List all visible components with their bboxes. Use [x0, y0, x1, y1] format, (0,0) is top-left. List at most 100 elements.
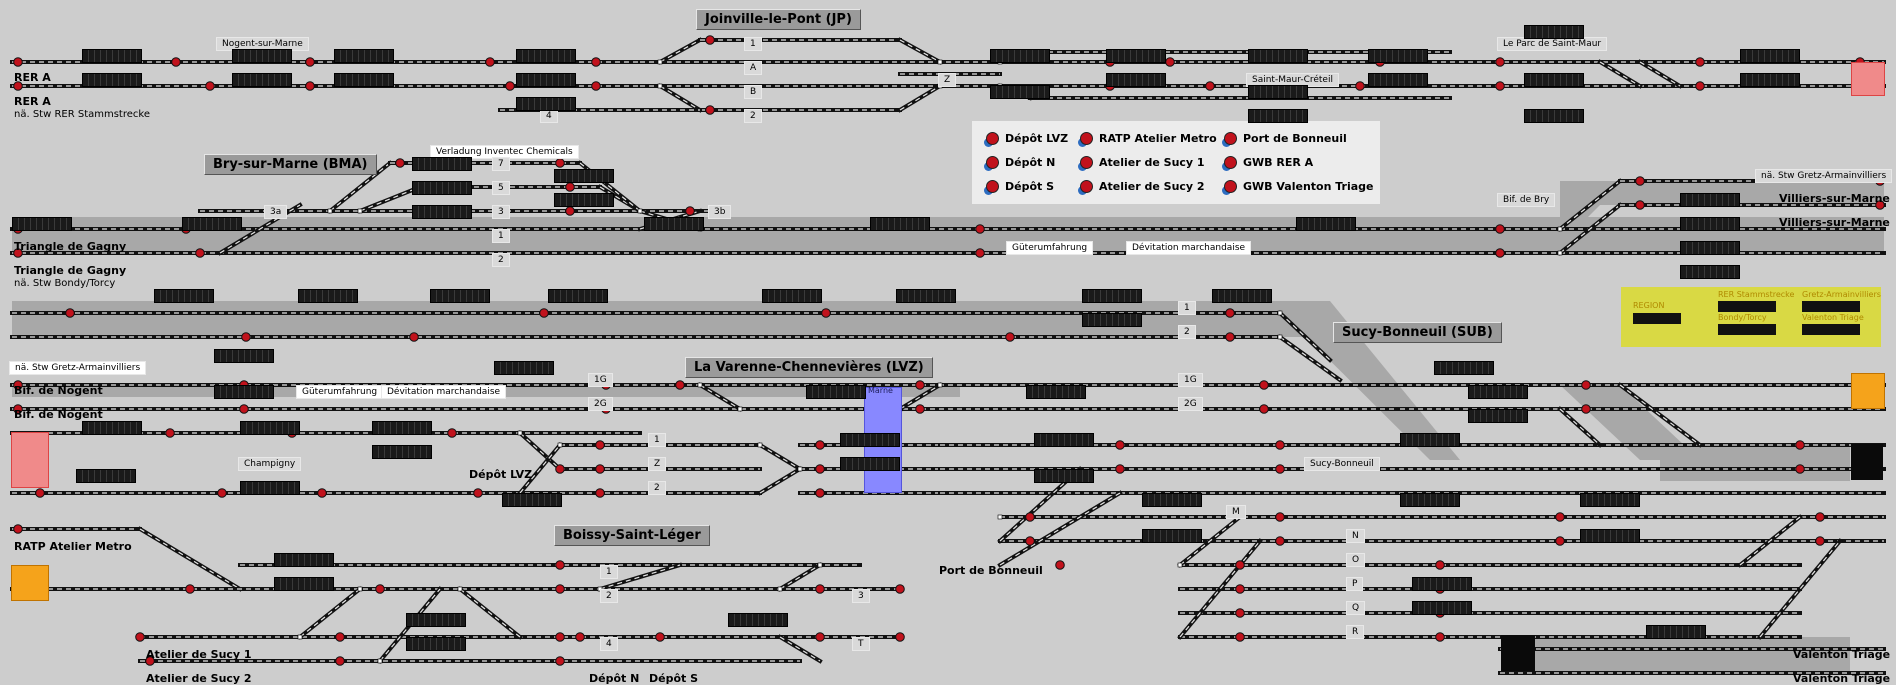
signal-icon[interactable] — [1695, 57, 1705, 67]
signal-icon[interactable] — [13, 248, 23, 258]
train-display[interactable] — [1680, 241, 1740, 255]
signal-icon[interactable] — [1025, 512, 1035, 522]
signal-icon[interactable] — [1815, 512, 1825, 522]
train-display[interactable] — [1106, 49, 1166, 63]
track-jp-1[interactable]: 1 — [744, 37, 762, 51]
signal-icon[interactable] — [1235, 584, 1245, 594]
signal-icon[interactable] — [975, 224, 985, 234]
train-display[interactable] — [840, 433, 900, 447]
signal-icon[interactable] — [205, 81, 215, 91]
train-display[interactable] — [1740, 73, 1800, 87]
switch-point[interactable] — [1277, 334, 1283, 340]
signal-icon[interactable] — [1225, 332, 1235, 342]
switch-point[interactable] — [637, 208, 643, 214]
valenton-triage-marker[interactable] — [1501, 635, 1535, 671]
switch-point[interactable] — [377, 658, 383, 664]
signal-icon[interactable] — [135, 632, 145, 642]
signal-icon[interactable] — [217, 488, 227, 498]
train-display[interactable] — [412, 205, 472, 219]
track-bma-7[interactable]: 7 — [492, 157, 510, 171]
train-display[interactable] — [516, 97, 576, 111]
signal-icon[interactable] — [195, 248, 205, 258]
switch-point[interactable] — [937, 382, 943, 388]
signal-icon[interactable] — [821, 308, 831, 318]
switch-point[interactable] — [657, 83, 663, 89]
train-display[interactable] — [1468, 385, 1528, 399]
valenton-endpoint-marker[interactable] — [1851, 444, 1883, 480]
switch-point[interactable] — [1557, 226, 1563, 232]
train-display[interactable] — [372, 421, 432, 435]
signal-icon[interactable] — [895, 632, 905, 642]
track-bsl-3[interactable]: 3 — [852, 589, 870, 603]
signal-icon[interactable] — [165, 428, 175, 438]
signal-icon[interactable] — [1581, 380, 1591, 390]
track-lvz-1g[interactable]: 1G — [588, 373, 613, 387]
station-sub[interactable]: Sucy-Bonneuil (SUB) — [1333, 322, 1502, 343]
train-display[interactable] — [1142, 529, 1202, 543]
train-display[interactable] — [1034, 469, 1094, 483]
train-display[interactable] — [516, 49, 576, 63]
signal-icon[interactable] — [591, 57, 601, 67]
train-display[interactable] — [76, 469, 136, 483]
track-lvz-1[interactable]: 1 — [648, 433, 666, 447]
signal-icon[interactable] — [815, 440, 825, 450]
track-jp-b[interactable]: B — [744, 85, 763, 99]
track-bma-5[interactable]: 5 — [492, 181, 510, 195]
train-display[interactable] — [1248, 85, 1308, 99]
station-boissy[interactable]: Boissy-Saint-Léger — [554, 525, 710, 546]
signal-icon[interactable] — [1795, 440, 1805, 450]
signal-icon[interactable] — [555, 656, 565, 666]
station-lvz[interactable]: La Varenne-Chennevières (LVZ) — [685, 357, 933, 378]
signal-icon[interactable] — [1495, 248, 1505, 258]
signal-icon[interactable] — [13, 380, 23, 390]
train-display[interactable] — [240, 421, 300, 435]
train-display[interactable] — [516, 73, 576, 87]
train-display[interactable] — [406, 613, 466, 627]
train-display[interactable] — [554, 193, 614, 207]
track-rail[interactable] — [517, 430, 563, 472]
signal-icon[interactable] — [1695, 81, 1705, 91]
signal-icon[interactable] — [1259, 380, 1269, 390]
signal-icon[interactable] — [1235, 560, 1245, 570]
signal-icon[interactable] — [1235, 632, 1245, 642]
track-bma-1[interactable]: 1 — [492, 229, 510, 243]
signal-icon[interactable] — [555, 632, 565, 642]
train-display[interactable] — [1248, 109, 1308, 123]
switch-point[interactable] — [757, 442, 763, 448]
switch-point[interactable] — [1277, 310, 1283, 316]
train-display[interactable] — [840, 457, 900, 471]
track-bsl-2[interactable]: 2 — [600, 589, 618, 603]
track-sub-n[interactable]: N — [1346, 529, 1365, 543]
signal-icon[interactable] — [335, 656, 345, 666]
train-display[interactable] — [1740, 49, 1800, 63]
legend-depot-lvz[interactable]: Dépôt LVZ — [986, 132, 1068, 145]
switch-point[interactable] — [1557, 250, 1563, 256]
signal-icon[interactable] — [575, 632, 585, 642]
track-sub-1[interactable]: 1 — [1178, 301, 1196, 315]
train-display[interactable] — [1524, 25, 1584, 39]
signal-icon[interactable] — [1435, 560, 1445, 570]
track-sub-m[interactable]: M — [1226, 505, 1246, 519]
train-display[interactable] — [554, 169, 614, 183]
signal-icon[interactable] — [655, 632, 665, 642]
signal-icon[interactable] — [1555, 536, 1565, 546]
signal-icon[interactable] — [1635, 200, 1645, 210]
signal-icon[interactable] — [473, 488, 483, 498]
legend-depot-s[interactable]: Dépôt S — [986, 180, 1054, 193]
train-display[interactable] — [806, 385, 866, 399]
signal-icon[interactable] — [241, 332, 251, 342]
signal-icon[interactable] — [13, 57, 23, 67]
switch-point[interactable] — [657, 59, 663, 65]
switch-point[interactable] — [777, 586, 783, 592]
station-bry[interactable]: Bry-sur-Marne (BMA) — [204, 154, 377, 175]
signal-icon[interactable] — [335, 632, 345, 642]
signal-icon[interactable] — [1635, 176, 1645, 186]
switch-point[interactable] — [457, 586, 463, 592]
signal-icon[interactable] — [555, 560, 565, 570]
signal-icon[interactable] — [555, 464, 565, 474]
train-display[interactable] — [494, 361, 554, 375]
track-rail[interactable] — [1557, 406, 1603, 448]
switch-point[interactable] — [357, 586, 363, 592]
train-display[interactable] — [1368, 73, 1428, 87]
legend-atelier-sucy2[interactable]: Atelier de Sucy 2 — [1080, 180, 1205, 193]
